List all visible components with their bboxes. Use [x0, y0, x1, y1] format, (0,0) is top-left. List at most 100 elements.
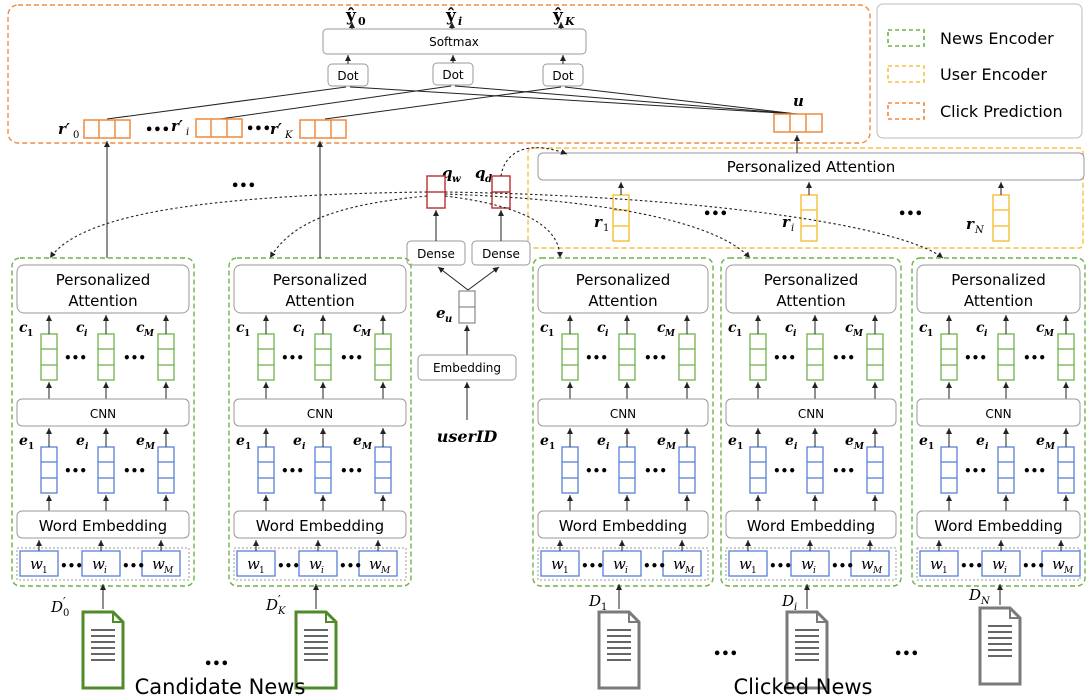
ellipsis: ••• [644, 464, 667, 478]
svg-text:N: N [974, 225, 985, 236]
svg-text:w: w [861, 555, 874, 573]
news-attention-box [916, 264, 1081, 314]
svg-text:c: c [785, 320, 794, 336]
legend-item-news-encoder: News Encoder [887, 29, 1054, 48]
ellipsis: ••• [340, 351, 363, 365]
svg-text:c: c [19, 320, 28, 336]
svg-text:M: M [144, 442, 156, 452]
ellipsis: ••• [832, 464, 855, 478]
svg-text:e: e [236, 433, 245, 449]
ellipsis: ••• [769, 559, 792, 573]
news-encoder-region [720, 257, 902, 587]
word-embedding-box [916, 510, 1081, 539]
svg-text:M: M [684, 566, 695, 576]
svg-text:d: d [485, 174, 492, 185]
svg-text:i: i [625, 566, 628, 576]
prediction-outputs: ŷ 0 ŷ i ŷ K [345, 6, 575, 28]
attention-label: Attention [588, 292, 657, 310]
clicked-news-vectors: r 1 ••• r i ••• r N [594, 182, 1010, 242]
ellipsis: ••• [122, 559, 145, 573]
cnn-box [725, 398, 897, 427]
r-prime-i: r′ i [171, 117, 243, 138]
svg-text:w: w [992, 555, 1005, 573]
svg-text:1: 1 [259, 566, 265, 576]
cnn-label: CNN [985, 407, 1011, 421]
news-attention-box [725, 264, 897, 314]
svg-text:D: D [50, 598, 63, 616]
svg-text:i: i [813, 566, 816, 576]
svg-text:i: i [321, 566, 324, 576]
svg-text:K: K [564, 15, 575, 28]
cnn-label: CNN [307, 407, 333, 421]
svg-text:w: w [673, 555, 686, 573]
svg-text:M: M [872, 566, 883, 576]
ellipsis: ••• [340, 464, 363, 478]
svg-text:i: i [84, 329, 88, 339]
svg-text:i: i [458, 15, 462, 28]
word-input-row [725, 547, 897, 581]
svg-text:e: e [976, 433, 985, 449]
svg-text:1: 1 [42, 566, 48, 576]
svg-text:e: e [19, 433, 28, 449]
svg-text:1: 1 [736, 329, 742, 339]
ellipsis: ••• [123, 351, 146, 365]
u-vector: u [773, 92, 823, 133]
svg-text:e: e [785, 433, 794, 449]
dot-label: Dot [552, 69, 574, 83]
svg-text:w: w [92, 555, 105, 573]
legend-label: Click Prediction [940, 102, 1063, 121]
attention-label: Personalized [56, 271, 151, 289]
svg-text:D: D [781, 592, 794, 610]
ellipsis: ••• [894, 647, 919, 662]
ellipsis: ••• [581, 559, 604, 573]
attention-label: Attention [285, 292, 354, 310]
svg-text:e: e [540, 433, 549, 449]
svg-text:1: 1 [927, 329, 933, 339]
query-vectors: q w q d [426, 164, 511, 209]
svg-text:c: c [976, 320, 985, 336]
ellipsis: ••• [644, 351, 667, 365]
ellipsis: ••• [831, 559, 854, 573]
output-yi: ŷ i [445, 6, 462, 28]
legend-item-user-encoder: User Encoder [887, 65, 1047, 84]
svg-text:c: c [919, 320, 928, 336]
svg-text:1: 1 [548, 329, 554, 339]
word-embedding-box [233, 510, 407, 539]
svg-text:c: c [353, 320, 362, 336]
svg-text:e: e [353, 433, 362, 449]
ellipsis: ••• [60, 559, 83, 573]
svg-text:M: M [1063, 566, 1074, 576]
svg-text:r: r [966, 215, 975, 233]
ellipsis: ••• [832, 351, 855, 365]
svg-text:e: e [728, 433, 737, 449]
svg-text:w: w [739, 555, 752, 573]
svg-text:1: 1 [737, 442, 743, 452]
svg-text:1: 1 [563, 566, 569, 576]
ellipsis: ••• [1022, 559, 1045, 573]
legend-item-click-prediction: Click Prediction [887, 102, 1063, 121]
ellipsis: ••• [281, 464, 304, 478]
svg-text:e: e [293, 433, 302, 449]
word-embedding-box [725, 510, 897, 539]
svg-text:c: c [1036, 320, 1045, 336]
cnn-box [233, 398, 407, 427]
r-prime-K: r′ K [270, 119, 347, 141]
